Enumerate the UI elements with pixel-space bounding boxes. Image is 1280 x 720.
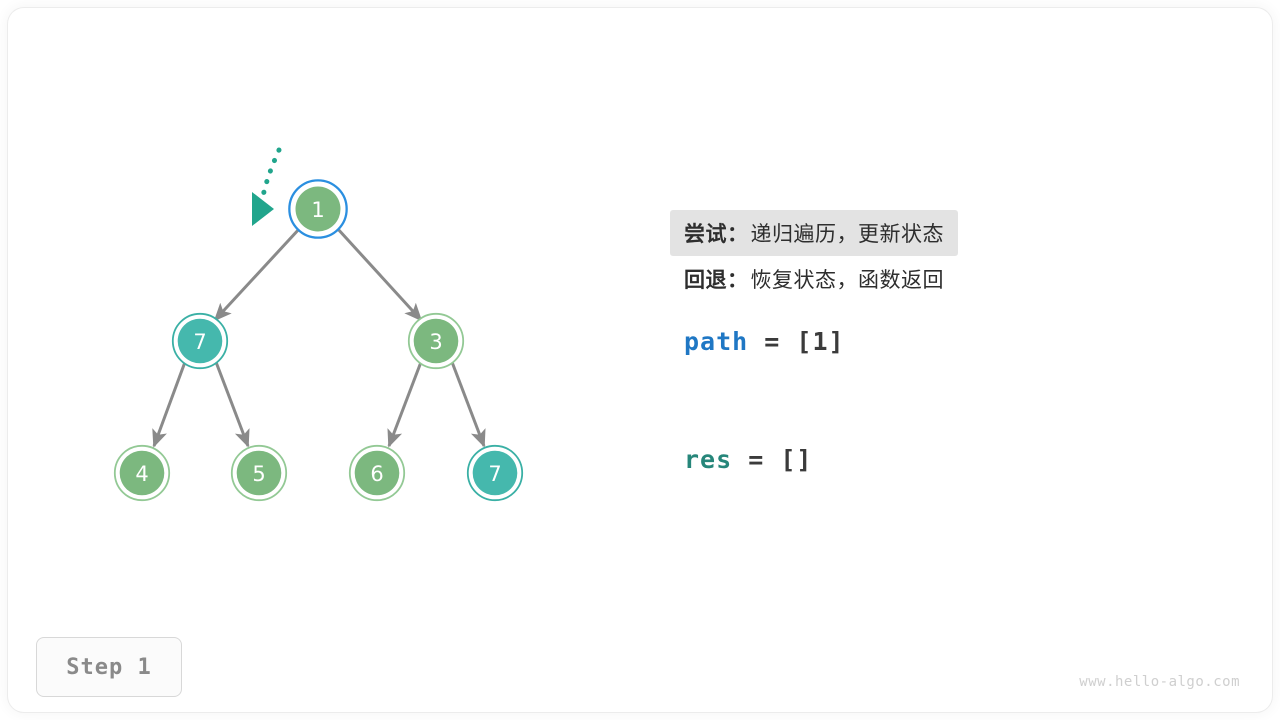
annotation-panel: 尝试： 递归遍历，更新状态 回退： 恢复状态，函数返回 bbox=[670, 210, 1204, 302]
edge-1-to-7 bbox=[213, 226, 302, 322]
variable-path-name: path bbox=[684, 327, 749, 356]
tree-node-6[interactable]: 6 bbox=[348, 444, 406, 502]
variable-res: res = [] bbox=[684, 445, 812, 474]
node-1-fill bbox=[295, 186, 341, 232]
node-5-label: 5 bbox=[252, 462, 265, 486]
node-6-label: 6 bbox=[370, 462, 383, 486]
node-3-white-gap bbox=[409, 314, 463, 368]
pointer-triangle-icon bbox=[252, 192, 274, 226]
node-4-label: 4 bbox=[135, 462, 148, 486]
variable-path-equals: = bbox=[764, 327, 781, 356]
node-7-right-fill bbox=[472, 450, 518, 496]
tree-node-7-left[interactable]: 7 bbox=[171, 312, 229, 370]
watermark: www.hello-algo.com bbox=[1079, 674, 1240, 690]
annotation-row-try: 尝试： 递归遍历，更新状态 bbox=[670, 210, 958, 256]
watermark-text: www.hello-algo.com bbox=[1079, 674, 1240, 690]
tree-node-1[interactable]: 1 bbox=[288, 179, 348, 239]
recursion-pointer bbox=[252, 147, 282, 226]
node-7-left-white-gap bbox=[173, 314, 227, 368]
node-3-ring bbox=[407, 312, 465, 370]
node-6-ring bbox=[348, 444, 406, 502]
tree-node-7-right[interactable]: 7 bbox=[466, 444, 524, 502]
node-6-white-gap bbox=[350, 446, 404, 500]
node-5-fill bbox=[236, 450, 282, 496]
variable-res-name: res bbox=[684, 445, 733, 474]
node-7-left-fill bbox=[177, 318, 223, 364]
node-5-white-gap bbox=[232, 446, 286, 500]
node-7-right-white-gap bbox=[468, 446, 522, 500]
node-7-right-label: 7 bbox=[488, 462, 501, 486]
node-1-white-gap bbox=[290, 181, 346, 237]
node-7-right-ring bbox=[466, 444, 524, 502]
tree-node-3[interactable]: 3 bbox=[407, 312, 465, 370]
node-1-label: 1 bbox=[311, 198, 324, 222]
step-badge-label: Step 1 bbox=[66, 654, 152, 680]
edge-7-to-4 bbox=[152, 361, 187, 448]
tree-nodes: 1 7 3 4 bbox=[113, 179, 524, 502]
node-1-active-ring bbox=[288, 179, 348, 239]
node-5-ring bbox=[230, 444, 288, 502]
edge-3-to-7 bbox=[450, 361, 486, 448]
edge-1-to-3 bbox=[335, 226, 423, 322]
tree-edges bbox=[152, 226, 486, 448]
node-4-fill bbox=[119, 450, 165, 496]
annotation-backtrack-key: 回退： bbox=[684, 268, 749, 292]
variable-res-equals: = bbox=[748, 445, 765, 474]
node-3-fill bbox=[413, 318, 459, 364]
node-3-label: 3 bbox=[429, 330, 442, 354]
variable-path-value: [1] bbox=[796, 327, 845, 356]
annotation-try-key: 尝试： bbox=[684, 222, 749, 246]
edge-3-to-6 bbox=[387, 361, 423, 448]
node-4-white-gap bbox=[115, 446, 169, 500]
tree-node-5[interactable]: 5 bbox=[230, 444, 288, 502]
node-6-fill bbox=[354, 450, 400, 496]
variable-path: path = [1] bbox=[684, 327, 845, 356]
variable-res-value: [] bbox=[780, 445, 813, 474]
step-badge: Step 1 bbox=[36, 637, 182, 697]
node-7-left-ring bbox=[171, 312, 229, 370]
node-7-left-label: 7 bbox=[193, 330, 206, 354]
annotation-try-value: 递归遍历，更新状态 bbox=[750, 222, 944, 246]
annotation-row-backtrack: 回退： 恢复状态，函数返回 bbox=[670, 256, 958, 302]
annotation-backtrack-value: 恢复状态，函数返回 bbox=[750, 268, 944, 292]
tree-node-4[interactable]: 4 bbox=[113, 444, 171, 502]
node-4-ring bbox=[113, 444, 171, 502]
pointer-dotted-path bbox=[259, 147, 282, 205]
edge-7-to-5 bbox=[214, 361, 250, 448]
